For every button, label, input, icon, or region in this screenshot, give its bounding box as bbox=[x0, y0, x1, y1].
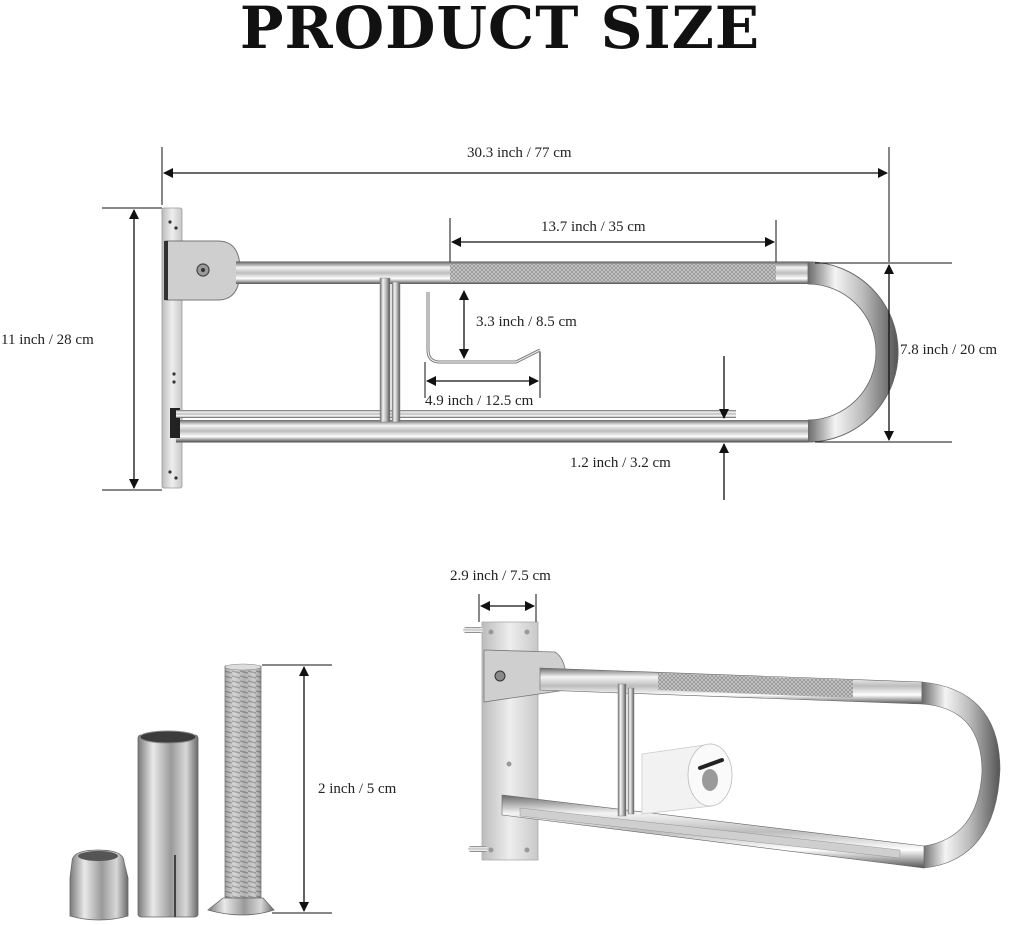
label-tube-diameter: 1.2 inch / 3.2 cm bbox=[570, 455, 671, 471]
dim-grip-length bbox=[449, 218, 777, 262]
lower-tube bbox=[176, 420, 808, 442]
page-title: PRODUCT SIZE bbox=[239, 0, 761, 62]
paper-holder-arm bbox=[427, 292, 541, 363]
label-bar-height: 7.8 inch / 20 cm bbox=[900, 342, 998, 358]
label-overall-length: 30.3 inch / 77 cm bbox=[467, 145, 572, 161]
dim-bar-height bbox=[815, 262, 952, 443]
dim-holder-width bbox=[424, 352, 541, 398]
label-bolt-length: 2 inch / 5 cm bbox=[318, 781, 397, 797]
expansion-nut bbox=[69, 849, 129, 921]
label-plate-width: 2.9 inch / 7.5 cm bbox=[450, 568, 551, 584]
u-bend bbox=[807, 261, 899, 443]
label-grip-length: 13.7 inch / 35 cm bbox=[541, 219, 646, 235]
label-holder-width: 4.9 inch / 12.5 cm bbox=[425, 393, 534, 409]
grab-bar-front-view bbox=[161, 207, 899, 489]
inner-rod bbox=[176, 410, 736, 418]
knurled-grip bbox=[450, 264, 776, 282]
dim-plate-width bbox=[478, 594, 537, 622]
toilet-paper-roll bbox=[641, 743, 733, 815]
label-wall-plate-height: 11 inch / 28 cm bbox=[1, 332, 94, 348]
grab-bar-perspective-view bbox=[463, 621, 1001, 869]
vertical-strut bbox=[379, 277, 391, 423]
dim-overall-length bbox=[161, 147, 890, 262]
countersunk-bolt bbox=[207, 663, 275, 916]
dim-wall-plate-height bbox=[102, 207, 162, 491]
dim-bolt-length bbox=[262, 664, 332, 914]
mounting-hardware bbox=[69, 663, 275, 921]
expansion-sleeve bbox=[137, 730, 199, 918]
label-holder-height: 3.3 inch / 8.5 cm bbox=[476, 314, 577, 330]
